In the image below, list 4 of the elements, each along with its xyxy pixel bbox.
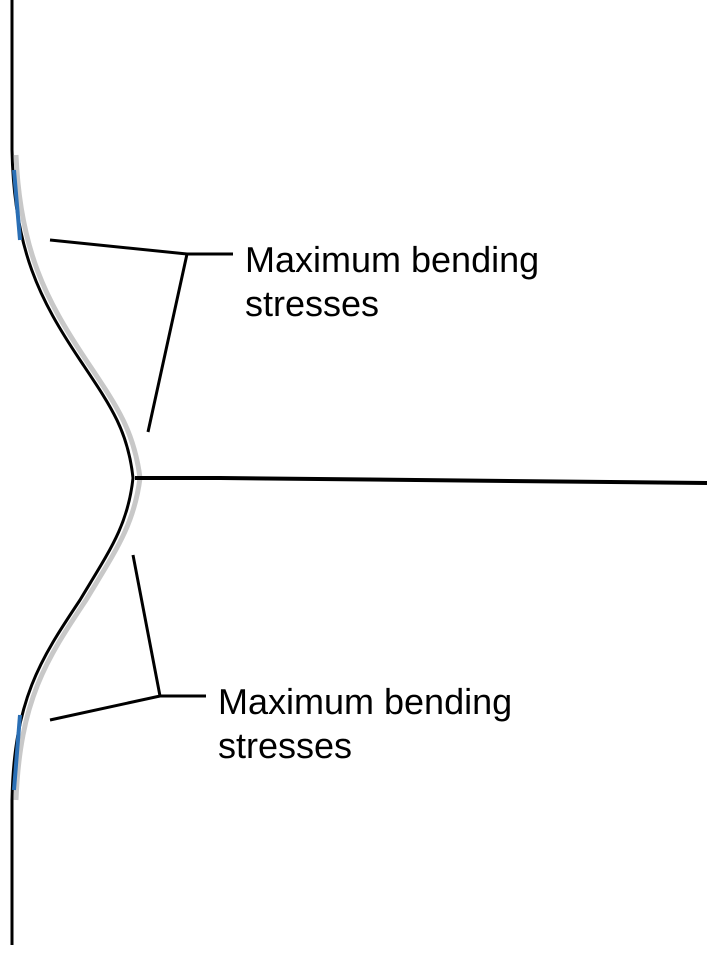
callout-label: Maximum bending stresses: [245, 238, 545, 326]
callout-label: Maximum bending stresses: [218, 680, 518, 768]
leader-line: [132, 554, 206, 698]
leader-line: [146, 252, 233, 432]
